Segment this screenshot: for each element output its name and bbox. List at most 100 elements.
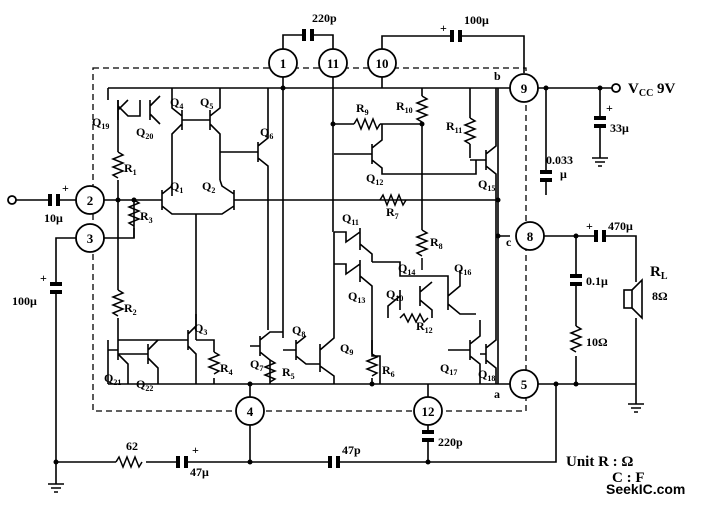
vcc-label: VCC 9V	[628, 81, 676, 99]
cap-01u-label: 0.1μ	[586, 274, 608, 288]
rl-label: RL	[650, 264, 668, 282]
res-R8	[414, 229, 430, 270]
pin-11: 11	[318, 48, 348, 78]
label-Q16: Q16	[454, 261, 471, 277]
label-Q15: Q15	[478, 177, 495, 193]
label-Q20: Q20	[136, 125, 153, 141]
svg-text:11: 11	[327, 56, 339, 71]
res-R9	[353, 116, 381, 132]
cap-100u-top-plus: +	[440, 21, 447, 35]
label-Q19: Q19	[92, 115, 109, 131]
res-R12-label: R12	[416, 319, 433, 335]
transistor-Q13	[334, 260, 381, 384]
res-R1-label: R1	[124, 161, 137, 177]
ground-33u	[592, 157, 608, 167]
transistor-Q12	[334, 124, 477, 175]
transistor-Q22	[118, 339, 159, 384]
cap-10u-plus: +	[62, 181, 69, 195]
label-Q5: Q5	[200, 95, 213, 111]
res-10ohm-label: 10Ω	[586, 335, 608, 349]
label-Q14: Q14	[398, 261, 415, 277]
transistor-Q7	[250, 331, 283, 384]
res-R11-label: R11	[446, 119, 462, 135]
input-terminal	[7, 195, 17, 205]
pin-5: 5	[509, 369, 539, 399]
transistor-Q21	[108, 340, 129, 384]
cap-10u-label: 10μ	[44, 211, 63, 225]
res-R1	[110, 151, 126, 179]
wire-bottom	[56, 460, 557, 463]
res-R11	[462, 117, 478, 145]
vcc-terminal	[611, 83, 621, 93]
cap-100u-left-plus: +	[40, 271, 47, 285]
cap-470u-plus: +	[586, 219, 593, 233]
pin-12: 12	[413, 396, 443, 426]
label-Q4: Q4	[170, 95, 183, 111]
transistor-Q14	[372, 261, 449, 318]
transistor-Q3	[118, 314, 197, 384]
junction-dots	[53, 85, 603, 465]
transistor-Q9	[319, 232, 335, 384]
pin-2: 2	[75, 185, 105, 215]
res-R10	[414, 95, 430, 123]
res-R6	[364, 353, 380, 377]
transistor-Q2	[195, 179, 498, 340]
label-Q10: Q10	[386, 287, 403, 303]
pin-3: 3	[75, 223, 105, 253]
res-R3	[126, 199, 142, 238]
node-c-label: c	[506, 235, 512, 249]
label-Q17: Q17	[440, 361, 457, 377]
svg-text:1: 1	[280, 56, 287, 71]
res-R4	[206, 351, 222, 375]
cap-47p-label: 47p	[342, 443, 361, 457]
ground-left	[48, 483, 64, 493]
cap-0033-unit: μ	[560, 167, 567, 181]
units-line2: C : F	[612, 470, 645, 486]
label-Q21: Q21	[104, 371, 121, 387]
label-Q9: Q9	[340, 341, 353, 357]
label-Q13: Q13	[348, 289, 365, 305]
res-R6-label: R6	[382, 363, 395, 379]
svg-text:3: 3	[87, 231, 94, 246]
transistor-Q10	[419, 281, 433, 318]
transistor-Q6	[220, 88, 269, 330]
pin-10: 10	[367, 48, 397, 78]
cap-220p-bot-label: 220p	[438, 435, 463, 449]
node-a-label: a	[494, 387, 500, 401]
units-line1: Unit R : Ω	[566, 454, 633, 470]
ground-speaker	[628, 403, 644, 413]
cap-220p-top-label: 220p	[312, 11, 337, 25]
rl-value: 8Ω	[652, 289, 668, 303]
res-R2	[110, 289, 126, 317]
transistor-Q8	[283, 335, 320, 365]
pin-8: 8	[515, 221, 545, 251]
label-Q3: Q3	[194, 321, 207, 337]
res-R2-label: R2	[124, 301, 137, 317]
pin-1: 1	[268, 48, 298, 78]
label-Q6: Q6	[260, 125, 273, 141]
svg-text:12: 12	[422, 404, 435, 419]
transistor-Q18	[480, 236, 497, 384]
node-b-label: b	[494, 69, 501, 83]
wire-pin3	[55, 237, 76, 484]
svg-text:5: 5	[521, 377, 528, 392]
res-R5-label: R5	[282, 365, 295, 381]
label-Q8: Q8	[292, 323, 305, 339]
label-Q2: Q2	[202, 179, 215, 195]
svg-text:8: 8	[527, 229, 534, 244]
transistor-Q1	[134, 185, 196, 215]
res-R10-label: R10	[396, 99, 413, 115]
res-62	[115, 454, 143, 470]
wire-10-9	[381, 35, 525, 73]
cap-47u-plus: +	[192, 443, 199, 457]
label-Q18: Q18	[478, 367, 495, 383]
cap-47u-label: 47μ	[190, 465, 209, 479]
label-Q7: Q7	[250, 357, 263, 373]
res-R5	[262, 359, 278, 383]
wire-pin2-int	[104, 199, 135, 239]
svg-text:2: 2	[87, 193, 94, 208]
res-R12	[399, 312, 429, 324]
pin-9: 9	[509, 73, 539, 103]
res-R4-label: R4	[220, 361, 233, 377]
watermark: SeekIC.com	[606, 481, 685, 497]
